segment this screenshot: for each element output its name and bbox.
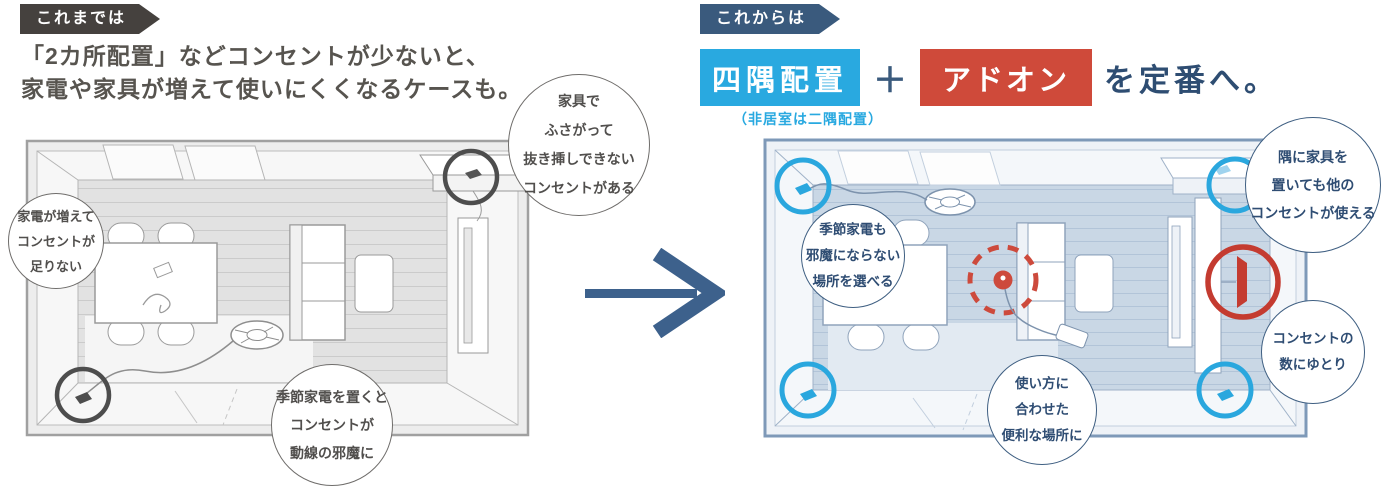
formula-suffix: を定番へ。	[1104, 63, 1279, 98]
callout-not-enough-outlets: 家電が増えて コンセントが 足りない	[8, 193, 104, 289]
before-headline: 「2カ所配置」などコンセントが少ないと、 家電や家具が増えて使いにくくなるケース…	[21, 40, 522, 106]
plus-icon: ＋	[873, 62, 907, 100]
electric-fan-icon	[230, 320, 284, 350]
plugged-device	[1055, 323, 1089, 349]
callout-line: 隅に家具を	[1278, 149, 1348, 165]
corner-cabinet	[1160, 157, 1264, 195]
tv	[1167, 197, 1222, 374]
outlet-icon	[1217, 389, 1234, 401]
callout-line: 家電が増えて	[17, 208, 95, 224]
ottoman	[1074, 254, 1114, 313]
callout-line: 便利な場所に	[1001, 428, 1083, 443]
outlet-icon	[795, 183, 812, 195]
callout-blocked-outlet: 家具で ふさがって 抜き挿しできない コンセントがある	[508, 74, 650, 216]
tv	[457, 190, 489, 354]
callout-line: 合わせた	[1015, 402, 1069, 417]
callout-line: 動線の邪魔に	[290, 445, 374, 461]
fan-power-cord	[86, 340, 234, 394]
after-formula: 四隅配置 ＋ アドオン を定番へ。	[700, 49, 1279, 106]
after-tag: これからは	[700, 4, 841, 34]
after-floor-plan-drawing	[763, 138, 1308, 438]
callout-line: 季節家電を置くと	[276, 389, 388, 405]
callout-line: 抜き挿しできない	[523, 151, 635, 167]
callout-line: 場所を選べる	[812, 274, 894, 289]
before-floor-plan-drawing	[25, 139, 531, 437]
corner-outlet-ring-bottom-left	[779, 361, 837, 419]
tv-icon	[1237, 256, 1247, 308]
ceiling-lights	[102, 144, 266, 181]
callout-line: コンセントの	[1272, 331, 1354, 346]
dining-set	[94, 222, 218, 346]
callout-plenty-of-outlets: コンセントの 数にゆとり	[1261, 300, 1365, 404]
callout-line: 家具で	[558, 93, 600, 109]
callout-line: 邪魔にならない	[805, 248, 901, 263]
callout-line: コンセントが	[16, 233, 95, 249]
outlet-ring-top-right	[442, 148, 500, 206]
before-tag: これまでは	[20, 4, 161, 34]
callout-seasonal-appliance-ok: 季節家電も 邪魔にならない 場所を選べる	[801, 204, 905, 308]
ceiling-lights	[837, 150, 1001, 186]
outlet-ring-bottom-left	[54, 366, 112, 424]
non-living-room-note: （非居室は二隅配置）	[733, 111, 883, 127]
callout-line: 置いても他の	[1271, 177, 1355, 193]
callout-furniture-corner-ok: 隅に家具を 置いても他の コンセントが使える	[1245, 117, 1381, 253]
callout-convenient-location: 使い方に 合わせた 便利な場所に	[987, 355, 1097, 465]
add-on-box: アドオン	[920, 49, 1092, 106]
electric-fan-icon	[924, 188, 976, 216]
outlet-icon	[800, 389, 817, 401]
before-floor-plan	[25, 133, 545, 448]
callout-cord-in-the-way: 季節家電を置くと コンセントが 動線の邪魔に	[271, 364, 393, 486]
fan-power-cord	[806, 183, 928, 201]
callout-line: コンセントが	[290, 417, 374, 433]
sofa	[289, 224, 346, 341]
before-headline-line2: 家電や家具が増えて使いにくくなるケースも。	[21, 76, 523, 102]
four-corner-placement-box: 四隅配置	[700, 49, 860, 106]
addon-floor-outlet	[967, 244, 1089, 349]
before-headline-line1: 「2カ所配置」などコンセントが少ないと、	[21, 43, 490, 69]
device-cord	[1004, 288, 1060, 337]
callout-line: ふさがって	[544, 122, 614, 138]
sofa	[1016, 222, 1066, 341]
corner-outlet-ring-bottom-right	[1196, 361, 1254, 419]
callout-line: 使い方に	[1015, 376, 1069, 391]
transition-arrow-icon	[585, 247, 729, 343]
outlet-icon	[1215, 165, 1231, 175]
after-floor-plan	[763, 138, 1308, 443]
callout-line: コンセントがある	[523, 180, 635, 196]
callout-line: コンセントが使える	[1250, 205, 1376, 221]
callout-line: 足りない	[29, 258, 82, 274]
callout-line: 季節家電も	[819, 222, 887, 237]
callout-line: 数にゆとり	[1279, 357, 1347, 372]
corner-outlet-ring-top-left	[774, 157, 832, 215]
ottoman	[354, 254, 394, 313]
addon-outlet-ring-tv	[1205, 244, 1281, 320]
